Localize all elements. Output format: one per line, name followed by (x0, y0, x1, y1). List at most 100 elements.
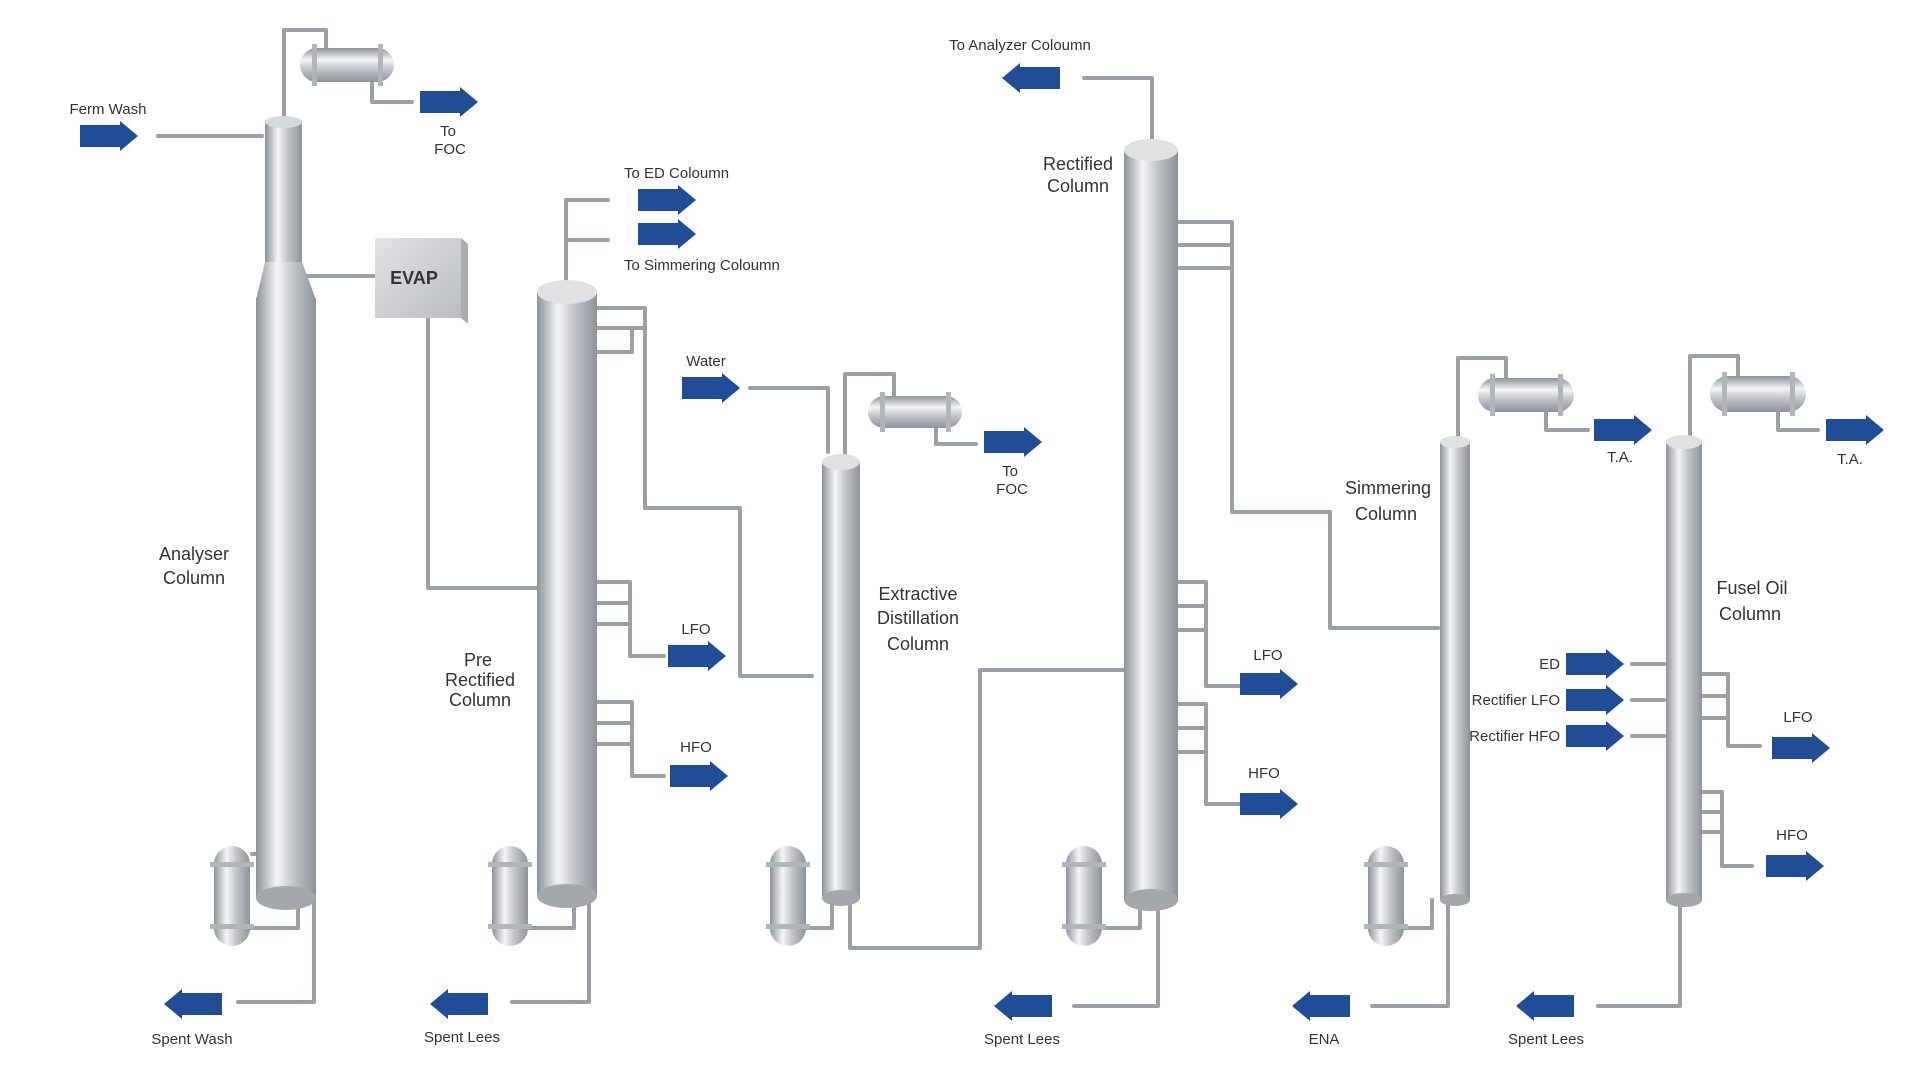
label-analyser-column-line1: Analyser (159, 544, 229, 564)
pipe-extractive-bottom (848, 668, 1128, 950)
pipe-simmering-reboiler (1402, 898, 1434, 930)
label-lfo-rect: LFO (1253, 647, 1282, 664)
pipe-extractive-overhead (843, 372, 896, 460)
label-to-ed-coloumn: To ED Coloumn (624, 165, 729, 182)
label-ed-in: ED (1539, 656, 1560, 673)
condenser-extractive (868, 392, 962, 432)
arrow-spent-wash-out (164, 989, 222, 1019)
label-fusel-oil-line1: Fusel Oil (1716, 578, 1787, 598)
pipe-prerect-bottom (510, 898, 591, 1004)
pipe-condenser4-outlet (1776, 410, 1820, 432)
arrow-ena-out (1292, 991, 1350, 1021)
condenser-simmering (1478, 374, 1574, 416)
pipe-prerect-overhead (564, 198, 610, 282)
label-ferm-wash: Ferm Wash (70, 101, 147, 118)
rectified-column-vessel (1124, 139, 1178, 911)
label-spent-lees-1: Spent Lees (424, 1029, 500, 1046)
label-spent-lees-3: Spent Lees (1508, 1031, 1584, 1048)
condenser-analyser (300, 44, 394, 86)
pipe-analyser-reboiler (248, 898, 300, 930)
piping-network (156, 28, 1820, 1008)
pipe-condenser2-outlet (934, 424, 978, 446)
label-spent-lees-2: Spent Lees (984, 1031, 1060, 1048)
label-analyser-column-line2: Column (163, 568, 225, 588)
arrow-ed-in (1566, 649, 1624, 679)
reboiler-pre-rectified (488, 846, 532, 946)
pipe-extractive-reboiler (804, 898, 834, 930)
label-rectifier-lfo: Rectifier LFO (1472, 692, 1560, 709)
evaporator-box: EVAP (375, 238, 468, 324)
arrow-spent-lees-2-out (994, 991, 1052, 1021)
label-to-foc-2-line1: To (1002, 463, 1018, 480)
label-ena: ENA (1309, 1031, 1340, 1048)
label-hfo-rect: HFO (1248, 765, 1280, 782)
label-pre-rectified-line1: Pre (464, 650, 492, 670)
label-to-analyzer-coloumn: To Analyzer Coloumn (949, 37, 1091, 54)
arrow-rectifier-hfo-in (1566, 721, 1624, 751)
arrow-ferm-wash-in (80, 121, 138, 151)
reboiler-simmering (1364, 846, 1408, 946)
arrow-lfo-pre (668, 641, 726, 671)
fusel-oil-column-vessel (1666, 435, 1702, 907)
extractive-column-vessel (822, 454, 860, 906)
arrow-rectifier-lfo-in (1566, 685, 1624, 715)
pipe-rectified-draw-1 (1174, 220, 1440, 630)
label-to-foc-2-line2: FOC (996, 481, 1028, 498)
arrow-hfo-rect (1240, 789, 1298, 819)
label-extractive-line3: Column (887, 634, 949, 654)
label-pre-rectified-line3: Column (449, 690, 511, 710)
arrow-to-ed-coloumn (638, 185, 696, 215)
pipe-rectified-lfo-1 (1174, 580, 1242, 688)
label-extractive-line1: Extractive (878, 584, 957, 604)
arrow-to-foc-2 (984, 427, 1042, 457)
pipe-rectified-reboiler (1102, 904, 1142, 930)
arrow-to-foc-1 (420, 87, 478, 117)
arrow-hfo-fusel (1766, 851, 1824, 881)
reboiler-analyser (210, 846, 254, 946)
label-water: Water (686, 353, 725, 370)
arrow-lfo-rect (1240, 669, 1298, 699)
label-to-foc-1-line1: To (440, 123, 456, 140)
label-ta-fusel: T.A. (1837, 451, 1863, 468)
label-rectifier-hfo: Rectifier HFO (1469, 728, 1560, 745)
label-hfo-fusel: HFO (1776, 827, 1808, 844)
arrow-to-analyzer-coloumn (1002, 63, 1060, 93)
flow-arrows (80, 63, 1884, 1021)
label-simmering-line1: Simmering (1345, 478, 1431, 498)
pipe-prerect-reboiler (526, 898, 576, 930)
evap-label: EVAP (390, 268, 438, 288)
label-pre-rectified-line2: Rectified (445, 670, 515, 690)
pipe-water-feed (748, 386, 830, 454)
pipe-simmering-overhead (1456, 356, 1508, 440)
pipe-prerect-draw-3 (593, 326, 634, 354)
pipe-condenser1-outlet (370, 78, 414, 104)
pipe-rectified-bottom (1072, 904, 1160, 1008)
label-rectified-line2: Column (1047, 176, 1109, 196)
labels: Ferm Wash To FOC To ED Coloumn To Simmer… (70, 37, 1863, 1048)
pipe-condenser3-outlet (1544, 410, 1590, 432)
label-to-foc-1-line2: FOC (434, 141, 466, 158)
pipe-fusel-lfo-1 (1698, 672, 1762, 748)
arrow-hfo-pre (670, 761, 728, 791)
label-lfo-pre: LFO (681, 621, 710, 638)
vessels: EVAP (210, 44, 1806, 946)
pipe-prerect-lfo-1 (593, 580, 666, 658)
pipe-rectified-overhead (1082, 76, 1154, 146)
label-simmering-line2: Column (1355, 504, 1417, 524)
arrow-lfo-fusel (1772, 733, 1830, 763)
arrow-ta-fusel (1826, 415, 1884, 445)
label-hfo-pre: HFO (680, 739, 712, 756)
pre-rectified-column-vessel (537, 280, 597, 908)
pipe-fusel-hfo-1 (1698, 790, 1754, 868)
reboiler-rectified (1062, 846, 1106, 946)
reboiler-extractive (766, 846, 810, 946)
simmering-column-vessel (1440, 436, 1470, 906)
label-lfo-fusel: LFO (1783, 709, 1812, 726)
pipe-analyser-overhead (282, 28, 328, 120)
label-spent-wash: Spent Wash (151, 1031, 232, 1048)
label-to-simmering-coloumn: To Simmering Coloumn (624, 257, 780, 274)
analyser-column-vessel (256, 116, 316, 910)
pipe-evap-to-prerect (426, 313, 545, 590)
arrow-to-simmering-coloumn (638, 219, 696, 249)
pipe-prerect-draw-1 (593, 306, 814, 678)
